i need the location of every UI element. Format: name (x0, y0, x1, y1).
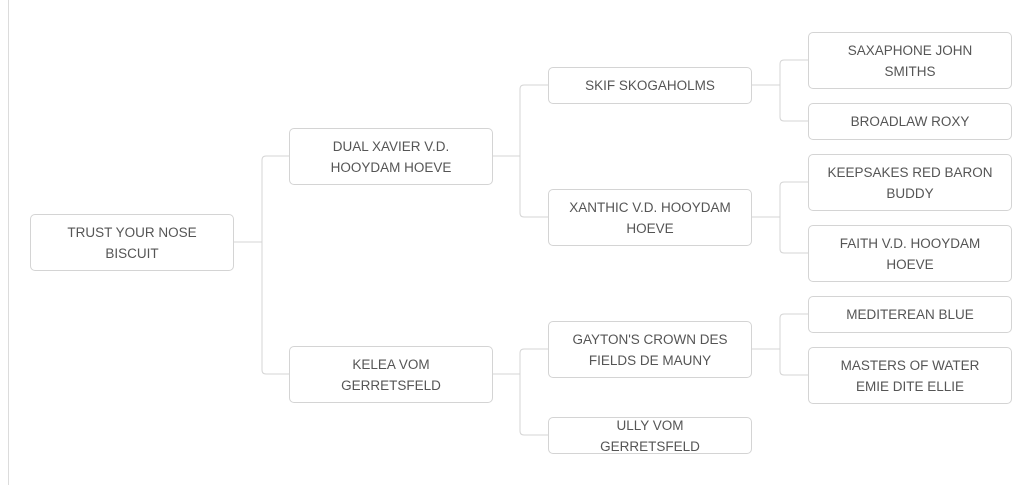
node-dam-sire-dam[interactable]: MASTERS OF WATER EMIE DITE ELLIE (808, 347, 1012, 404)
connector-sire (492, 84, 548, 218)
connector-subject (233, 155, 289, 375)
node-sire-sire[interactable]: SKIF SKOGAHOLMS (548, 67, 752, 104)
connector-sire-sire (752, 59, 808, 122)
node-sire-sire-sire[interactable]: SAXAPHONE JOHN SMITHS (808, 32, 1012, 89)
node-dam-sire[interactable]: GAYTON'S CROWN DES FIELDS DE MAUNY (548, 321, 752, 378)
node-sire-sire-dam[interactable]: BROADLAW ROXY (808, 103, 1012, 140)
node-sire-dam-sire[interactable]: KEEPSAKES RED BARON BUDDY (808, 154, 1012, 211)
left-border (8, 0, 9, 485)
node-sire-dam[interactable]: XANTHIC V.D. HOOYDAM HOEVE (548, 189, 752, 246)
connector-sire-dam (752, 181, 808, 254)
node-subject[interactable]: TRUST YOUR NOSE BISCUIT (30, 214, 234, 271)
node-dam-sire-sire[interactable]: MEDITEREAN BLUE (808, 296, 1012, 333)
connector-dam-sire (752, 313, 808, 376)
node-sire[interactable]: DUAL XAVIER V.D. HOOYDAM HOEVE (289, 128, 493, 185)
node-dam-dam[interactable]: ULLY VOM GERRETSFELD (548, 417, 752, 454)
node-dam[interactable]: KELEA VOM GERRETSFELD (289, 346, 493, 403)
node-sire-dam-dam[interactable]: FAITH V.D. HOOYDAM HOEVE (808, 225, 1012, 282)
connector-dam (492, 348, 548, 436)
